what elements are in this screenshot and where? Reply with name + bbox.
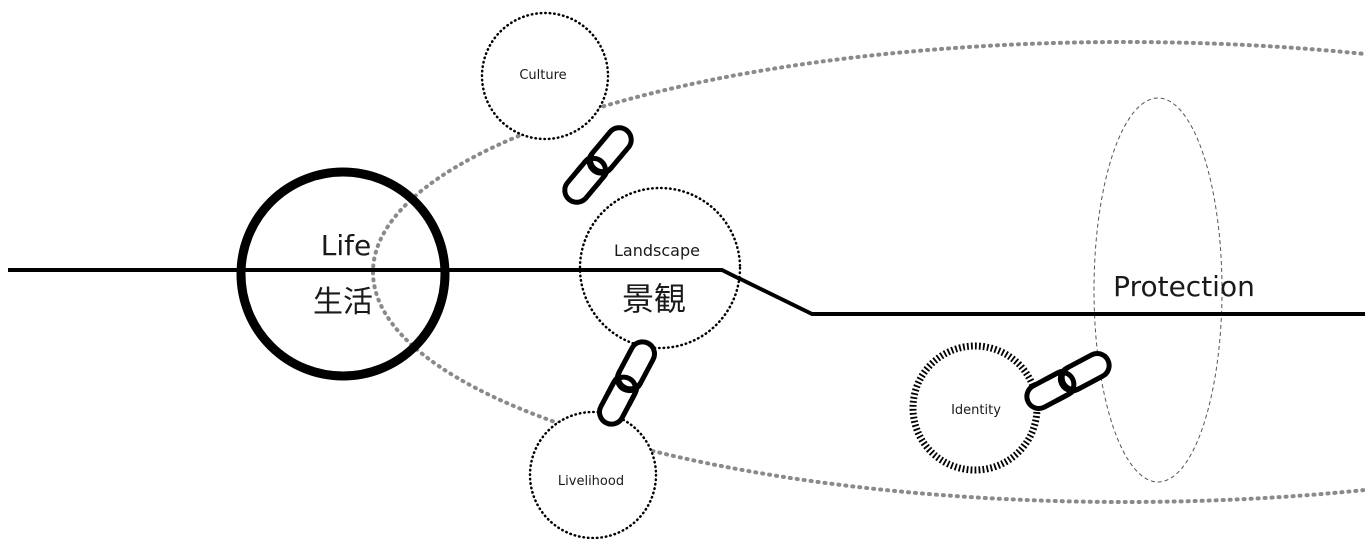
chain-link-icon — [597, 339, 657, 427]
life-label-cjk: 生活 — [313, 285, 373, 320]
landscape-label-cjk: 景観 — [622, 280, 686, 318]
timeline-line — [8, 268, 1365, 316]
culture-label: Culture — [519, 68, 566, 83]
timeline-line-inner — [578, 268, 741, 281]
livelihood-circle — [528, 410, 658, 539]
identity-label: Identity — [951, 403, 1001, 418]
landscape-label: Landscape — [614, 241, 700, 260]
livelihood-label: Livelihood — [558, 474, 624, 489]
chain-link-icon — [1024, 351, 1112, 411]
chain-link-icon — [562, 125, 634, 205]
life-circle — [236, 167, 450, 381]
life-label: Life — [321, 229, 371, 262]
protection-ellipse — [1093, 97, 1223, 483]
culture-circle — [480, 11, 610, 141]
protection-label: Protection — [1113, 270, 1255, 303]
